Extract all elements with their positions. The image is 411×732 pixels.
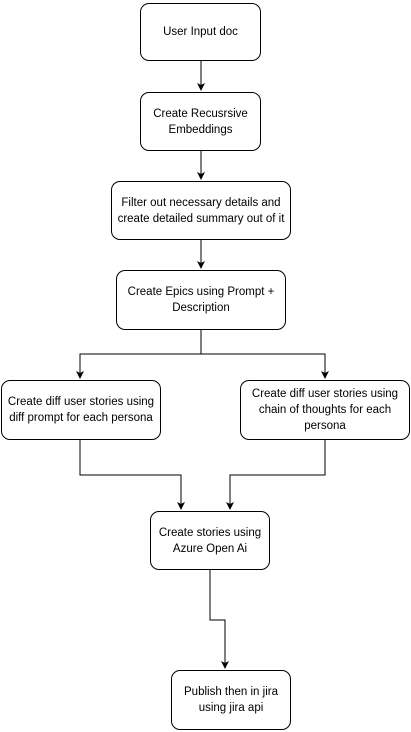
node-filter-details-summary: Filter out necessary details and create … <box>111 181 291 240</box>
node-label: Create diff user stories using chain of … <box>251 388 399 432</box>
node-label: User Input doc <box>163 26 238 38</box>
node-user-stories-diff-prompt: Create diff user stories using diff prom… <box>1 380 161 440</box>
node-label: Create diff user stories using diff prom… <box>7 396 155 424</box>
edge-chain-of-thoughts-to-azure <box>226 440 326 510</box>
node-create-recursive-embeddings: Create Recusrsive Embeddings <box>140 92 261 151</box>
node-user-input-doc: User Input doc <box>140 3 261 61</box>
node-create-epics: Create Epics using Prompt + Description <box>116 270 286 330</box>
edge-epics-to-diff-prompt <box>76 330 202 379</box>
node-label: Publish then in jira using jira api <box>184 686 278 714</box>
node-user-stories-chain-of-thoughts: Create diff user stories using chain of … <box>240 380 410 440</box>
node-create-stories-azure: Create stories using Azure Open Ai <box>150 511 270 570</box>
node-label: Create stories using Azure Open Ai <box>158 526 262 555</box>
edge-diff-prompt-to-azure <box>79 440 185 510</box>
edge-azure-to-jira <box>209 570 229 669</box>
node-label: Create Epics using Prompt + Description <box>127 286 275 314</box>
node-label: Create Recusrsive Embeddings <box>153 107 248 136</box>
node-publish-jira: Publish then in jira using jira api <box>171 670 291 730</box>
edge-epics-to-chain-of-thoughts <box>201 353 329 379</box>
node-label: Filter out necessary details and create … <box>117 196 285 225</box>
